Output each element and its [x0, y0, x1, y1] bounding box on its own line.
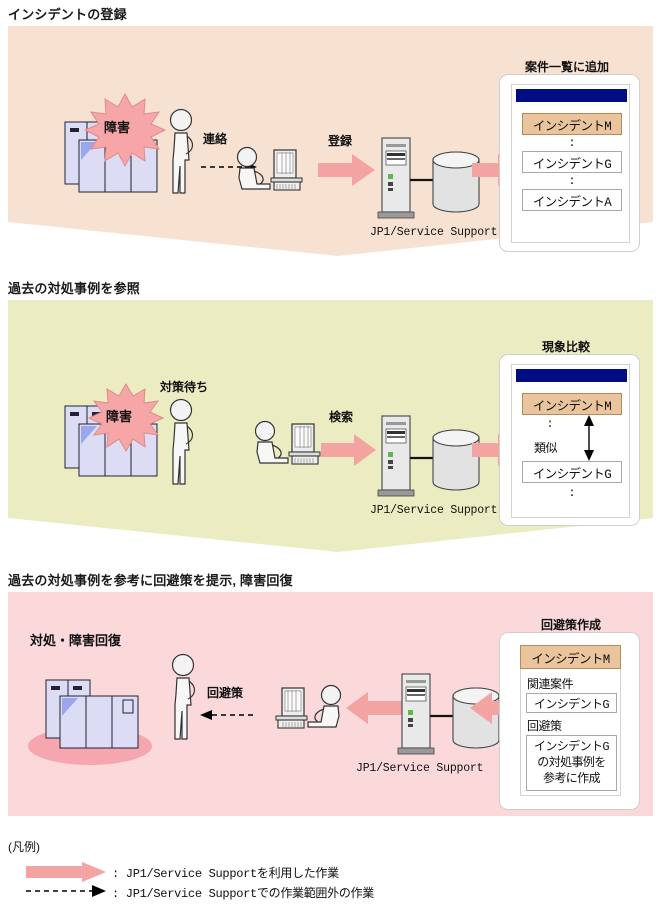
failure-burst-icon-2 [87, 383, 165, 452]
burst-label-reference: 障害 [106, 409, 133, 424]
recovered-server-rack-icon [28, 679, 152, 765]
workaround-line-3: 参考に作成 [542, 772, 601, 787]
fat-arrow-left-deliver [346, 692, 402, 724]
double-headed-arrow-icon [584, 415, 594, 461]
field-label-related-case: 関連案件 [527, 678, 574, 692]
list-separator-1: : [568, 136, 576, 150]
flow-label-register: 登録 [328, 134, 353, 148]
failure-burst-icon [83, 92, 167, 168]
operator-at-computer-icon-2 [254, 420, 321, 465]
case-list-body: インシデントM : インシデントG : インシデントA [511, 84, 630, 243]
operator-at-computer-icon [236, 146, 303, 191]
panel-recover: 対処・障害回復 回避策 [8, 592, 653, 816]
card-title-register: 案件一覧に追加 [525, 60, 610, 74]
system-label-recover: JP1/Service Support [356, 762, 484, 775]
dashed-arrow-workaround [200, 710, 256, 720]
burst-label-register: 障害 [104, 120, 131, 135]
window-titlebar [516, 89, 627, 102]
compare-window[interactable]: インシデントM : 類似 インシデントG : [499, 354, 640, 526]
person-standing-icon-3 [171, 653, 196, 740]
compare-body: インシデントM : 類似 インシデントG : [511, 364, 630, 518]
list-item-incident-g[interactable]: インシデントG [522, 151, 622, 173]
panel-register: 障害 連絡 登録 [8, 26, 653, 256]
system-label-reference: JP1/Service Support [370, 504, 498, 517]
similarity-label: 類似 [534, 442, 558, 456]
panel-reference-shape [8, 300, 653, 552]
list-item-incident-a[interactable]: インシデントA [522, 189, 622, 211]
section-title-register: インシデントの登録 [8, 7, 127, 22]
workaround-header-incident-m[interactable]: インシデントM [520, 645, 621, 669]
jp1-server-database-icon-2 [377, 415, 480, 497]
window-titlebar-2 [516, 369, 627, 382]
flow-label-search: 検索 [329, 410, 354, 424]
compare-item-incident-m[interactable]: インシデントM [522, 393, 622, 415]
fat-arrow-left-from-card [470, 692, 518, 724]
field-value-related-case[interactable]: インシデントG [526, 693, 617, 713]
legend-solid-arrow-icon [26, 862, 106, 882]
workaround-window[interactable]: インシデントM 関連案件 インシデントG 回避策 インシデントG の対処事例を … [499, 632, 640, 810]
fat-arrow-search [321, 434, 376, 466]
person-label-waiting: 対策待ち [160, 380, 209, 394]
list-separator-2: : [568, 174, 576, 188]
panel-reference: 障害 対策待ち 検索 [8, 300, 653, 552]
legend-item-1-text: : JP1/Service Supportを利用した作業 [112, 867, 339, 881]
workaround-line-1: インシデントG [533, 739, 610, 754]
system-label-register: JP1/Service Support [370, 226, 498, 239]
workaround-body: 関連案件 インシデントG 回避策 インシデントG の対処事例を 参考に作成 [520, 669, 621, 796]
compare-separator-1: : [546, 417, 554, 431]
card-title-recover: 回避策作成 [541, 618, 602, 632]
fat-arrow-register [318, 154, 375, 186]
legend-dashed-arrow-icon [26, 885, 106, 897]
flow-label-workaround: 回避策 [207, 686, 244, 700]
field-label-workaround: 回避策 [527, 720, 562, 734]
legend-title: (凡例) [8, 840, 40, 854]
list-item-incident-m[interactable]: インシデントM [522, 113, 622, 135]
person-standing-icon [169, 108, 194, 194]
legend-item-2-text: : JP1/Service Supportでの作業範囲外の作業 [112, 887, 374, 901]
operator-at-computer-left-icon [275, 684, 342, 729]
section-title-recover: 過去の対処事例を参考に回避策を提示, 障害回復 [8, 573, 293, 588]
compare-separator-2: : [568, 486, 576, 500]
jp1-server-database-icon [377, 137, 480, 219]
section-title-reference: 過去の対処事例を参照 [8, 281, 141, 296]
case-list-window[interactable]: インシデントM : インシデントG : インシデントA [499, 74, 640, 252]
person-standing-icon-2 [169, 398, 194, 485]
recover-label: 対処・障害回復 [30, 633, 122, 648]
workaround-line-2: の対処事例を [537, 755, 606, 770]
card-title-reference: 現象比較 [542, 340, 591, 354]
compare-item-incident-g[interactable]: インシデントG [522, 461, 622, 483]
field-value-workaround[interactable]: インシデントG の対処事例を 参考に作成 [526, 735, 617, 791]
flow-label-contact: 連絡 [203, 132, 228, 146]
panel-register-shape [8, 26, 653, 256]
